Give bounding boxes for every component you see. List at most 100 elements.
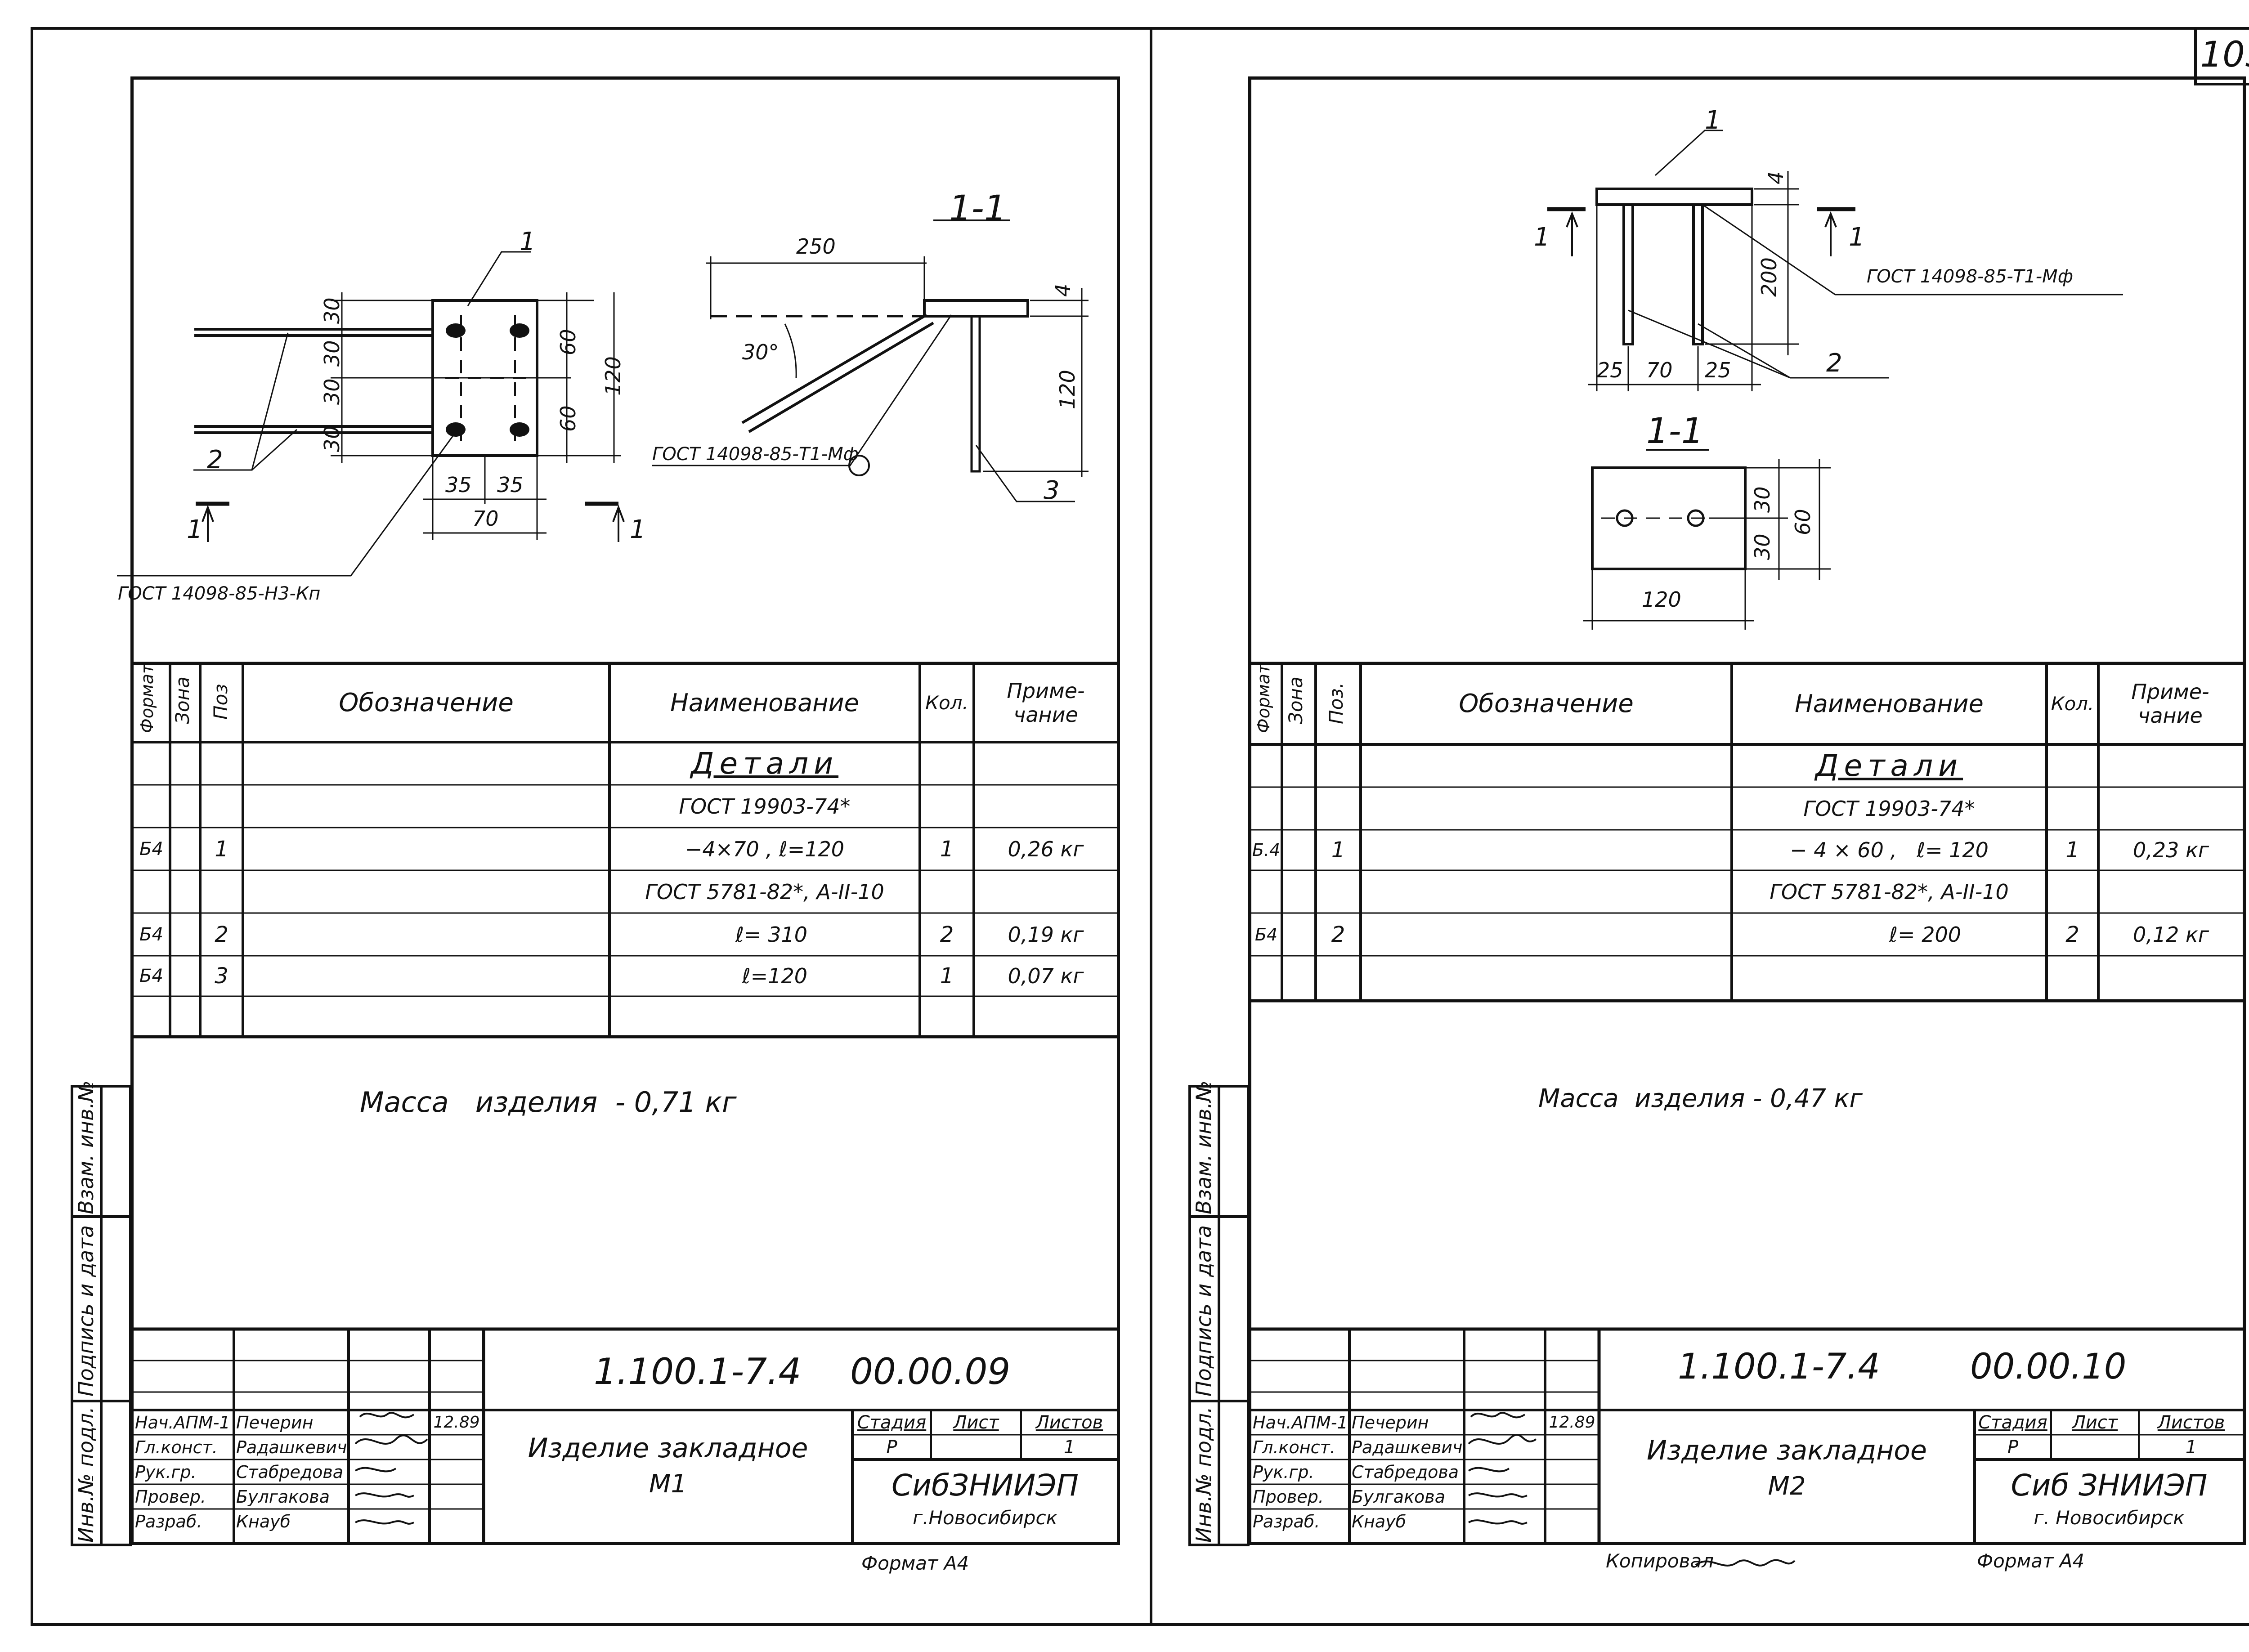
- row-format: Б4: [1254, 924, 1278, 945]
- section-mark-a: 1: [187, 515, 203, 544]
- dim-35b: 35: [497, 473, 524, 497]
- product-subtitle: М2: [1768, 1472, 1806, 1501]
- org-name: Сиб ЗНИИЭП: [2011, 1468, 2208, 1503]
- name-2: Стабредова: [236, 1462, 344, 1482]
- row-qty: 1: [940, 963, 954, 989]
- name-0: Печерин: [1352, 1412, 1429, 1433]
- stage-header: Стадия: [1978, 1412, 2047, 1433]
- dim-angle: 30°: [742, 340, 779, 364]
- stage-value: Р: [886, 1437, 897, 1458]
- sheet-divider: [1150, 27, 1152, 1626]
- sheets-header: Листов: [1035, 1412, 1103, 1433]
- section-mark-b: 1: [1849, 223, 1865, 252]
- name-1: Радашкевич: [236, 1437, 347, 1457]
- row-name: ГОСТ 19903-74*: [1803, 796, 1975, 821]
- sheets-header: Листов: [2157, 1412, 2225, 1433]
- role-4: Разраб.: [135, 1511, 202, 1531]
- role-3: Провер.: [1253, 1486, 1324, 1507]
- pos2-label: 2: [1826, 349, 1842, 378]
- row-name: ℓ=120: [742, 964, 807, 988]
- weld-note-1: ГОСТ 14098-85-Н3-Кп: [118, 583, 321, 604]
- section-title: 1-1: [1646, 411, 1704, 452]
- col-qty: Кол.: [925, 691, 968, 714]
- row-name: ГОСТ 5781-82*, А-II-10: [645, 879, 884, 904]
- row-name: ℓ= 310: [735, 922, 807, 947]
- col-note: Приме-чание: [2131, 680, 2209, 728]
- doc-number: 00.00.10: [1970, 1347, 2127, 1387]
- org-name: СибЗНИИЭП: [891, 1468, 1079, 1503]
- row-format: Б4: [139, 966, 163, 986]
- dim-25b: 25: [1705, 358, 1731, 382]
- name-4: Кнауб: [236, 1511, 291, 1531]
- row-pos: 1: [215, 836, 228, 862]
- format-label: Формат А4: [861, 1552, 969, 1574]
- row-name: Детали: [690, 746, 839, 781]
- copied-label: Копировал: [1606, 1550, 1714, 1572]
- row-note: 0,07 кг: [1008, 964, 1084, 988]
- col-qty: Кол.: [2051, 693, 2094, 715]
- weld-note-2: ГОСТ 14098-85-Т1-Мф: [652, 444, 859, 465]
- pos3-label: 3: [1044, 476, 1060, 505]
- name-2: Стабредова: [1352, 1462, 1459, 1482]
- col-designation: Обозначение: [1459, 689, 1634, 718]
- row-format: Б4: [139, 838, 163, 860]
- weld-note: ГОСТ 14098-85-Т1-Мф: [1867, 266, 2073, 287]
- sheet-header: Лист: [2072, 1412, 2118, 1433]
- dim-250: 250: [796, 234, 836, 259]
- org-city: г. Новосибирск: [2034, 1507, 2185, 1529]
- right-frame: [1248, 76, 2246, 1545]
- page-number: 105: [2194, 27, 2249, 85]
- col-name: Наименование: [670, 688, 859, 717]
- left-frame: [130, 76, 1120, 1545]
- row-qty: 2: [2065, 922, 2079, 947]
- dim-120: 120: [1642, 587, 1681, 612]
- row-name: −4×70 , ℓ=120: [685, 837, 845, 861]
- row-note: 0,12 кг: [2133, 922, 2209, 947]
- stage-value: Р: [2007, 1437, 2019, 1458]
- role-3: Провер.: [135, 1486, 206, 1507]
- date: 12.89: [433, 1413, 480, 1432]
- row-note: 0,19 кг: [1008, 922, 1084, 947]
- name-3: Булгакова: [236, 1486, 330, 1507]
- row-format: Б.4: [1252, 840, 1281, 860]
- name-3: Булгакова: [1352, 1486, 1445, 1507]
- dim-70: 70: [1646, 358, 1673, 382]
- section-mark-b: 1: [630, 515, 646, 544]
- row-qty: 1: [2065, 837, 2079, 863]
- role-2: Рук.гр.: [1253, 1462, 1314, 1482]
- row-note: 0,23 кг: [2133, 838, 2209, 862]
- mass-text: Масса изделия - 0,71 кг: [360, 1086, 737, 1119]
- sheet-header: Лист: [953, 1412, 999, 1433]
- row-name: ГОСТ 5781-82*, А-II-10: [1770, 879, 2009, 904]
- row-format: Б4: [139, 924, 163, 945]
- row-pos: 2: [1331, 922, 1345, 947]
- dim-35a: 35: [445, 473, 472, 497]
- role-0: Нач.АПМ-1: [135, 1412, 230, 1433]
- date: 12.89: [1549, 1413, 1595, 1432]
- row-pos: 2: [215, 922, 228, 947]
- org-city: г.Новосибирск: [913, 1507, 1057, 1529]
- plate-1-right: [1595, 188, 1753, 206]
- row-name: Детали: [1815, 748, 1963, 783]
- outer-border: [31, 27, 2249, 1626]
- stage-header: Стадия: [857, 1412, 927, 1433]
- doc-number: 00.00.09: [850, 1351, 1011, 1392]
- row-note: 0,26 кг: [1008, 837, 1084, 861]
- section-mark-a: 1: [1534, 223, 1550, 252]
- name-1: Радашкевич: [1352, 1437, 1463, 1457]
- col-name: Наименование: [1795, 689, 1984, 718]
- product-subtitle: М1: [649, 1469, 687, 1499]
- sheets-value: 1: [2185, 1437, 2197, 1458]
- col-note: Приме-чание: [1007, 678, 1085, 727]
- dim-70: 70: [472, 506, 499, 531]
- row-name: ℓ= 200: [1889, 922, 1961, 947]
- role-4: Разраб.: [1253, 1511, 1320, 1531]
- pos1-label: 1: [1705, 106, 1721, 135]
